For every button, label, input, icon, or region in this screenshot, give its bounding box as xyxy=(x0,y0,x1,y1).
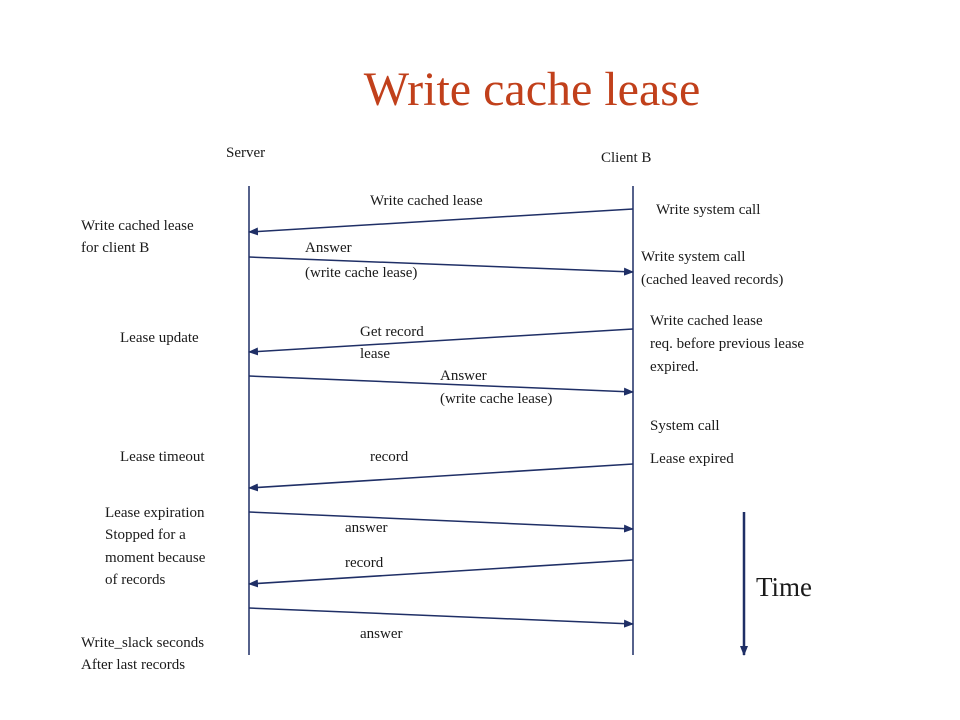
message-label-write-cached-lease: Write cached lease xyxy=(370,193,483,209)
message-label-answer-1-detail: (write cache lease) xyxy=(305,265,418,281)
arrow-answer-4 xyxy=(248,607,634,628)
arrow-record-2 xyxy=(248,559,634,588)
server-note-lease-timeout: Lease timeout xyxy=(120,449,205,465)
server-note-of-records: of records xyxy=(105,572,166,588)
client-note-expired: expired. xyxy=(650,359,699,375)
arrow-answer-1 xyxy=(248,256,634,276)
server-note-lease-expiration: Lease expiration xyxy=(105,505,205,521)
message-label-lease: lease xyxy=(360,346,390,362)
arrow-record-1 xyxy=(248,463,634,492)
arrow-answer-3 xyxy=(248,511,634,533)
server-note-write-cached-lease: Write cached lease xyxy=(81,218,194,234)
client-b-label: Client B xyxy=(601,150,652,166)
client-note-write-system-call-2: Write system call xyxy=(641,249,746,265)
server-label: Server xyxy=(226,145,266,161)
server-note-write-slack: Write_slack seconds xyxy=(81,635,205,651)
client-note-lease-expired: Lease expired xyxy=(650,451,734,467)
message-label-record-1: record xyxy=(370,449,409,465)
message-label-answer-4: answer xyxy=(360,626,403,642)
server-note-lease-update: Lease update xyxy=(120,330,199,346)
client-note-cached-leaved-records: (cached leaved records) xyxy=(641,272,784,288)
arrow-write-cached-lease xyxy=(248,208,634,236)
message-label-record-2: record xyxy=(345,555,384,571)
server-note-for-client-b: for client B xyxy=(81,240,150,256)
client-note-req-before: req. before previous lease xyxy=(650,336,805,352)
message-label-get-record: Get record xyxy=(360,324,424,340)
time-label: Time xyxy=(756,572,813,602)
arrow-answer-2 xyxy=(248,375,634,396)
message-label-answer-1: Answer xyxy=(305,240,352,256)
client-note-write-system-call: Write system call xyxy=(656,202,761,218)
client-note-write-cached-lease: Write cached lease xyxy=(650,313,763,329)
server-note-moment-because: moment because xyxy=(105,550,206,566)
server-note-after-last-records: After last records xyxy=(81,657,186,673)
server-note-stopped: Stopped for a xyxy=(105,527,186,543)
message-label-answer-2: Answer xyxy=(440,368,487,384)
arrow-get-record-lease xyxy=(248,328,634,356)
slide-title: Write cache lease xyxy=(363,63,701,116)
client-note-system-call: System call xyxy=(650,418,720,434)
message-label-answer-2-detail: (write cache lease) xyxy=(440,391,553,407)
message-label-answer-3: answer xyxy=(345,520,388,536)
